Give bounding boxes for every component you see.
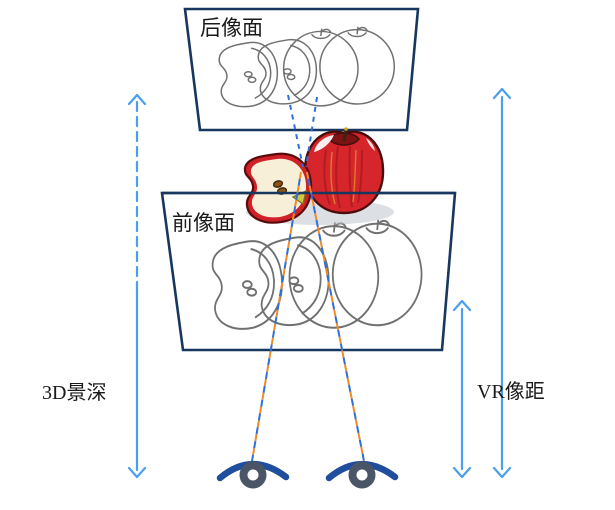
arrowhead-down-icon: [127, 466, 147, 479]
depth-measure-arrow: [127, 93, 147, 479]
arrowhead-up-icon: [452, 299, 472, 312]
right-eye-icon: [325, 461, 399, 489]
arrowhead-down-icon: [452, 466, 472, 479]
apple-image: [162, 127, 455, 225]
cut-apple-half: [243, 152, 313, 224]
right-eye-sight-line: [306, 171, 365, 462]
rear-plane-border: [183, 7, 420, 132]
depth-label: 3D景深: [42, 381, 106, 404]
rear-plane-label: 后像面: [200, 16, 263, 40]
whole-apple: [303, 127, 385, 215]
full-span-measure-arrow: [492, 87, 512, 479]
apple-stem: [342, 129, 348, 142]
arrowhead-down-icon: [492, 466, 512, 479]
front-plane-label: 前像面: [172, 211, 235, 235]
left-eye-icon: [216, 461, 290, 489]
rear-image-plane: 后像面: [183, 7, 420, 132]
apple-seed: [272, 180, 284, 188]
vr-distance-label: VR像距: [477, 380, 545, 403]
apple-highlight: [314, 135, 334, 152]
arrowhead-up-icon: [127, 93, 147, 106]
vr-distance-measure-arrow: [452, 299, 472, 479]
left-eye-sight-line: [251, 171, 302, 462]
arrowhead-up-icon: [492, 87, 512, 100]
convergence-lines-to-rear-plane: [287, 94, 318, 168]
